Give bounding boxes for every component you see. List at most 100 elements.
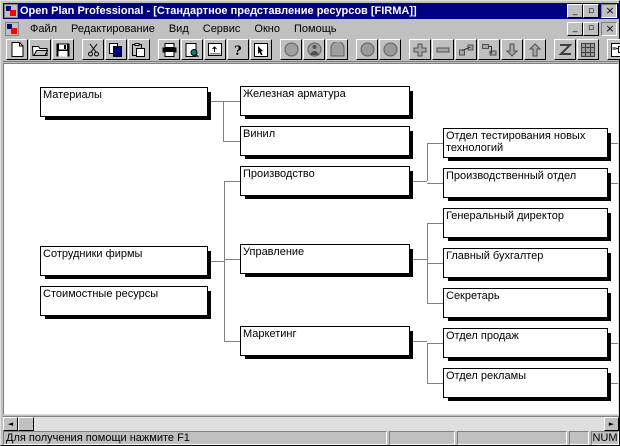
tree-node-gen-direktor[interactable]: Генеральный директор — [443, 208, 611, 241]
hierarchy-icon[interactable] — [478, 39, 500, 60]
tree-node-label: Железная арматура — [243, 88, 346, 100]
grid-view-icon[interactable] — [577, 39, 599, 60]
tree-node-label: Главный бухгалтер — [446, 250, 544, 262]
tree-connector — [427, 343, 443, 344]
tree-node-upravlenie[interactable]: Управление — [240, 244, 413, 277]
tree-connector — [209, 101, 223, 102]
child-minimize-button[interactable]: _ — [567, 21, 583, 36]
resource-shape-icon[interactable] — [326, 39, 348, 60]
title-bar: Open Plan Professional - [Стандартное пр… — [3, 3, 619, 19]
scrollbar-track[interactable] — [18, 417, 604, 431]
sort-icon[interactable] — [204, 39, 226, 60]
tree-node-marketing[interactable]: Маркетинг — [240, 326, 413, 359]
menu-item-file[interactable]: Файл — [30, 22, 58, 35]
status-panel-3 — [569, 431, 589, 445]
cut-scissors-icon[interactable] — [82, 39, 104, 60]
status-panel-2 — [457, 431, 567, 445]
tree-node-sotrudniki[interactable]: Сотрудники фирмы — [40, 246, 211, 279]
move-down-icon[interactable] — [501, 39, 523, 60]
tree-node-zhel-armatura[interactable]: Железная арматура — [240, 86, 413, 119]
copy-icon[interactable] — [105, 39, 127, 60]
scrollbar-thumb[interactable] — [18, 417, 34, 431]
menu-item-help[interactable]: Помощь — [293, 22, 337, 35]
new-document-icon[interactable] — [6, 39, 28, 60]
tree-connector — [609, 143, 618, 144]
add-plus-icon[interactable] — [409, 39, 431, 60]
tree-node-label: Маркетинг — [243, 328, 297, 340]
tree-connector — [224, 259, 240, 260]
tree-node-label: Секретарь — [446, 290, 500, 302]
tree-node-sekretar[interactable]: Секретарь — [443, 288, 611, 321]
status-num-indicator: NUM — [591, 431, 619, 445]
tree-connector — [427, 143, 443, 144]
tree-connector — [223, 101, 240, 102]
tree-node-proizv-otdel[interactable]: Производственный отдел — [443, 168, 611, 201]
ellipse-filled-icon[interactable] — [356, 39, 378, 60]
tree-node-stoim-resursy[interactable]: Стоимостные ресурсы — [40, 286, 211, 319]
ellipse-filled2-icon[interactable] — [379, 39, 401, 60]
tree-node-vinil[interactable]: Винил — [240, 126, 413, 159]
status-bar: Для получения помощи нажмите F1 NUM — [3, 431, 619, 445]
tree-node-label: Отдел продаж — [446, 330, 519, 342]
child-close-button[interactable]: × — [601, 21, 617, 36]
print-preview-icon[interactable] — [181, 39, 203, 60]
horizontal-scrollbar[interactable]: ◄ ► — [3, 416, 619, 431]
open-folder-icon[interactable] — [29, 39, 51, 60]
mdi-child-controls: _ ▫ × — [567, 21, 617, 36]
tree-node-otdel-prodazh[interactable]: Отдел продаж — [443, 328, 611, 361]
menu-item-tools[interactable]: Сервис — [202, 22, 241, 35]
window-title: Open Plan Professional - [Стандартное пр… — [20, 5, 417, 17]
resource-person-icon[interactable] — [303, 39, 325, 60]
svg-text:?: ? — [234, 44, 242, 57]
tree-node-label: Стоимостные ресурсы — [43, 288, 159, 300]
tree-connector — [427, 383, 443, 384]
tree-connector — [223, 141, 240, 142]
window-controls: _ ▫ × — [567, 4, 617, 18]
tree-node-gl-buhgalter[interactable]: Главный бухгалтер — [443, 248, 611, 281]
status-message: Для получения помощи нажмите F1 — [3, 431, 387, 445]
tree-connector — [411, 181, 427, 182]
save-disk-icon[interactable] — [52, 39, 74, 60]
tree-node-label: Отдел тестирования новых технологий — [446, 130, 586, 154]
document-icon[interactable] — [5, 21, 19, 36]
tree-connector — [427, 343, 428, 383]
tree-node-label: Отдел рекламы — [446, 370, 527, 382]
print-icon[interactable] — [158, 39, 180, 60]
tree-connector — [224, 181, 240, 182]
tree-node-materialy[interactable]: Материалы — [40, 87, 211, 120]
tree-connector — [411, 259, 427, 260]
tree-connector — [427, 263, 443, 264]
menu-item-window[interactable]: Окно — [254, 22, 280, 35]
tree-connector — [427, 223, 443, 224]
help-arrow-icon[interactable] — [250, 39, 272, 60]
move-up-icon[interactable] — [524, 39, 546, 60]
tree-view-icon[interactable] — [607, 39, 620, 60]
paste-icon[interactable] — [128, 39, 150, 60]
help-question-icon[interactable]: ? — [227, 39, 249, 60]
open-plan-icon — [4, 4, 18, 18]
tree-node-label: Производство — [243, 168, 315, 180]
tree-node-proizvodstvo[interactable]: Производство — [240, 166, 413, 199]
zoom-z-icon[interactable] — [554, 39, 576, 60]
link-icon[interactable] — [455, 39, 477, 60]
tree-connector — [224, 341, 240, 342]
tree-connector — [209, 261, 224, 262]
tree-connector — [427, 143, 428, 181]
child-restore-button[interactable]: ▫ — [583, 21, 599, 36]
menu-item-view[interactable]: Вид — [168, 22, 189, 35]
scroll-left-arrow-icon[interactable]: ◄ — [3, 417, 18, 431]
minimize-button[interactable]: _ — [567, 4, 583, 18]
tree-node-label: Сотрудники фирмы — [43, 248, 143, 260]
menu-item-edit[interactable]: Редактирование — [71, 22, 155, 35]
tree-connector — [411, 341, 427, 342]
tree-connector — [223, 101, 224, 141]
resource-circle-icon[interactable] — [280, 39, 302, 60]
remove-minus-icon[interactable] — [432, 39, 454, 60]
restore-button[interactable]: ▫ — [583, 4, 599, 18]
close-button[interactable]: × — [601, 4, 617, 18]
tree-node-otdel-reklamy[interactable]: Отдел рекламы — [443, 368, 611, 401]
scroll-right-arrow-icon[interactable]: ► — [604, 417, 619, 431]
tree-node-otdel-test[interactable]: Отдел тестирования новых технологий — [443, 128, 611, 161]
